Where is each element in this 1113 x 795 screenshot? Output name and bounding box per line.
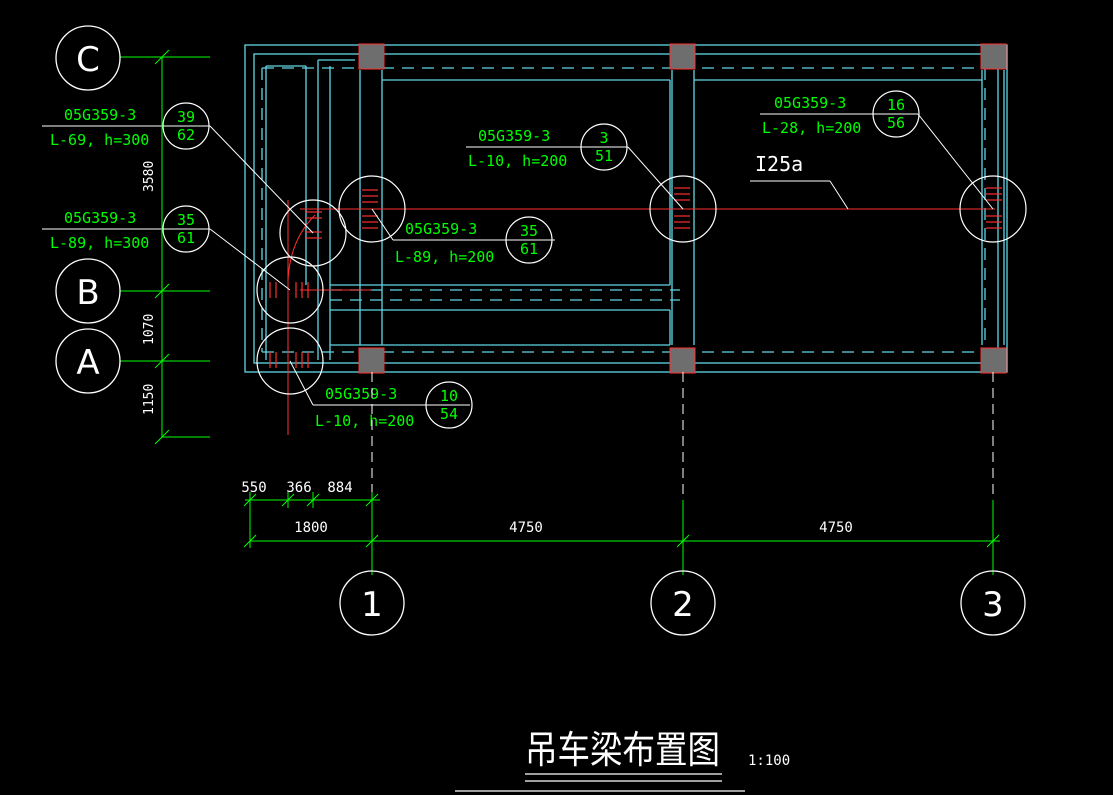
drawing-scale: 1:100 (748, 753, 790, 769)
column-A1 (358, 347, 385, 374)
callout-4-top: 35 (520, 222, 538, 240)
grid-label-3: 3 (982, 585, 1004, 625)
grid-bubble-B (55, 258, 121, 324)
beam-tag: I25a (755, 152, 803, 176)
column-A3 (980, 347, 1007, 374)
callout-1-top: 39 (177, 108, 195, 126)
callout-ref-circles (162, 90, 920, 429)
callout-6-bottom: 54 (440, 405, 458, 423)
grid-bubble-C (55, 25, 121, 91)
callout-6-top: 10 (440, 387, 458, 405)
callout-2-bottom: 61 (177, 229, 195, 247)
dim-550: 550 (241, 480, 266, 496)
column-A2 (669, 347, 696, 374)
title-underline (455, 773, 745, 792)
dim-1150: 1150 (142, 384, 157, 415)
callout-2-code: 05G359-3 (64, 209, 136, 227)
columns (358, 43, 1007, 374)
callout-5-desc: L-28, h=200 (762, 119, 861, 137)
vertical-dims: 3580 1070 1150 (142, 161, 157, 415)
callout-4-desc: L-89, h=200 (395, 248, 494, 266)
callout-texts: 05G359-3 L-69, h=300 39 62 05G359-3 L-89… (50, 94, 905, 430)
col-grid-lines (371, 372, 994, 500)
drawing-title: 吊车梁布置图 (525, 728, 720, 772)
column-C3 (980, 43, 1007, 70)
callout-4-code: 05G359-3 (405, 220, 477, 238)
callout-5-bottom: 56 (887, 114, 905, 132)
col-bubbles (339, 570, 1026, 636)
dim-884: 884 (327, 480, 352, 496)
grid-label-2: 2 (672, 585, 694, 625)
callout-1-bottom: 62 (177, 126, 195, 144)
dim-3580: 3580 (142, 161, 157, 192)
callout-3-code: 05G359-3 (478, 127, 550, 145)
grid-label-C: C (76, 40, 100, 80)
grid-label-B: B (76, 273, 99, 313)
callout-3-bottom: 51 (595, 147, 613, 165)
row-grid-lines (120, 49, 210, 445)
horizontal-dims: 550 366 884 1800 4750 4750 (241, 480, 853, 536)
callout-3-top: 3 (599, 129, 608, 147)
building-outline (244, 44, 1008, 373)
dim-4750-b: 4750 (819, 520, 853, 536)
horizontal-dim-lines (243, 492, 1000, 575)
dim-1800: 1800 (294, 520, 328, 536)
grid-bubble-1 (339, 570, 405, 636)
dim-1070: 1070 (142, 314, 157, 345)
callout-3-desc: L-10, h=200 (468, 152, 567, 170)
col-labels: 1 2 3 (361, 585, 1004, 625)
beam-connections (269, 187, 1002, 368)
callout-2-desc: L-89, h=300 (50, 234, 149, 252)
dim-4750-a: 4750 (509, 520, 543, 536)
detail-circles (256, 175, 1027, 395)
grid-label-1: 1 (361, 585, 383, 625)
grid-bubble-A (55, 328, 121, 394)
callout-6-code: 05G359-3 (325, 385, 397, 403)
callout-1-code: 05G359-3 (64, 106, 136, 124)
dim-366: 366 (286, 480, 311, 496)
column-C1 (358, 43, 385, 70)
grid-label-A: A (76, 343, 99, 383)
grid-bubble-2 (650, 570, 716, 636)
row-bubbles (55, 25, 121, 394)
callout-6-desc: L-10, h=200 (315, 412, 414, 430)
beam-lines (287, 200, 995, 435)
callout-5-top: 16 (887, 96, 905, 114)
leader-lines (42, 113, 994, 406)
row-labels: C B A (76, 40, 100, 383)
grid-bubble-3 (960, 570, 1026, 636)
callout-2-top: 35 (177, 211, 195, 229)
callout-5-code: 05G359-3 (774, 94, 846, 112)
callout-4-bottom: 61 (520, 240, 538, 258)
column-C2 (669, 43, 696, 70)
callout-1-desc: L-69, h=300 (50, 131, 149, 149)
